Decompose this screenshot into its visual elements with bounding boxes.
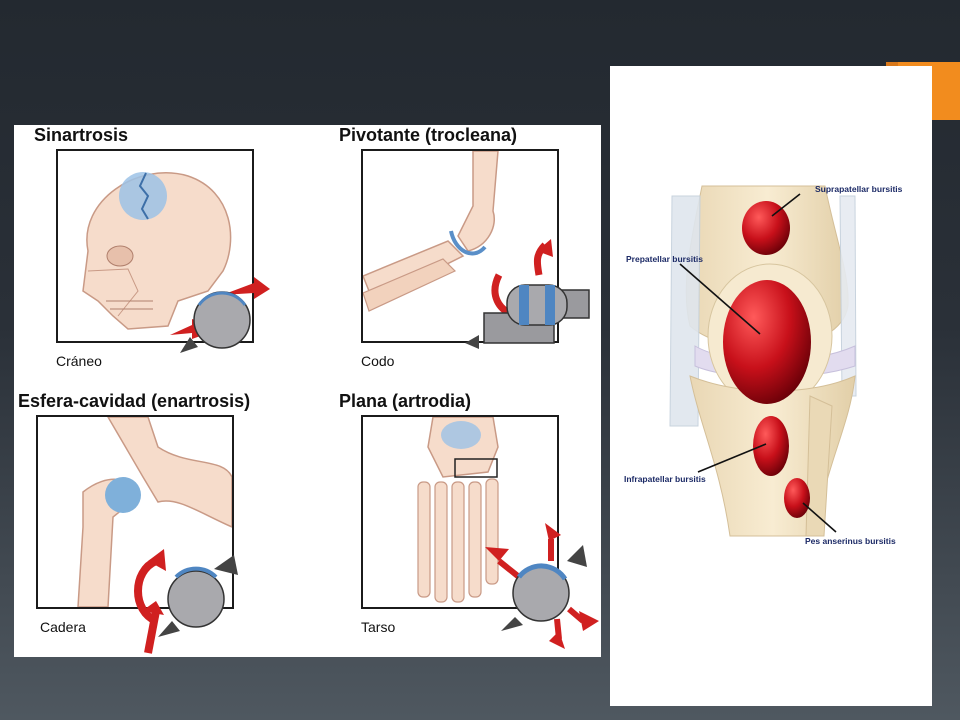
joint-caption: Cadera	[40, 619, 86, 635]
joint-cell-plane: Plana (artrodia)	[339, 391, 629, 651]
pes-anserinus-bursa	[784, 478, 810, 518]
label-suprapatellar: Suprapatellar bursitis	[815, 184, 903, 194]
elbow-icon	[363, 151, 499, 312]
joint-title: Pivotante (trocleana)	[339, 125, 518, 145]
label-infrapatellar: Infrapatellar bursitis	[624, 474, 706, 484]
foot-icon	[417, 417, 499, 603]
joint-mechanism-hinge	[459, 235, 609, 375]
joint-title: Plana (artrodia)	[339, 391, 472, 411]
joint-caption: Cráneo	[56, 353, 102, 369]
skull-illustration-frame	[56, 149, 254, 343]
prepatellar-bursa	[723, 280, 811, 404]
joint-caption: Codo	[361, 353, 395, 369]
joint-mechanism-gliding	[479, 521, 609, 651]
label-pes-anserinus: Pes anserinus bursitis	[805, 536, 896, 546]
joint-cell-hinge: Pivotante (trocleana)	[339, 125, 629, 385]
joint-cell-ball-socket: Esfera-cavidad (enartrosis) Cadera	[18, 391, 308, 654]
label-prepatellar: Prepatellar bursitis	[626, 254, 704, 264]
infrapatellar-bursa	[753, 416, 789, 476]
joint-types-figure: Sinartrosis Cráneo Pivotante (trocl	[14, 125, 601, 657]
joint-title: Esfera-cavidad (enartrosis)	[18, 391, 251, 411]
foot-illustration-frame	[361, 415, 559, 609]
suprapatellar-bursa	[742, 201, 790, 255]
knee-illustration	[669, 185, 857, 537]
joint-caption: Tarso	[361, 619, 396, 635]
joint-mechanism-ball-socket	[128, 541, 248, 661]
joint-cell-synarthrosis: Sinartrosis Cráneo	[34, 125, 324, 385]
skull-icon	[82, 172, 232, 330]
joint-mechanism-ball	[162, 265, 272, 365]
joint-title: Sinartrosis	[34, 125, 129, 145]
knee-bursitis-figure: Suprapatellar bursitis Prepatellar bursi…	[610, 66, 932, 706]
hip-icon	[77, 417, 232, 607]
